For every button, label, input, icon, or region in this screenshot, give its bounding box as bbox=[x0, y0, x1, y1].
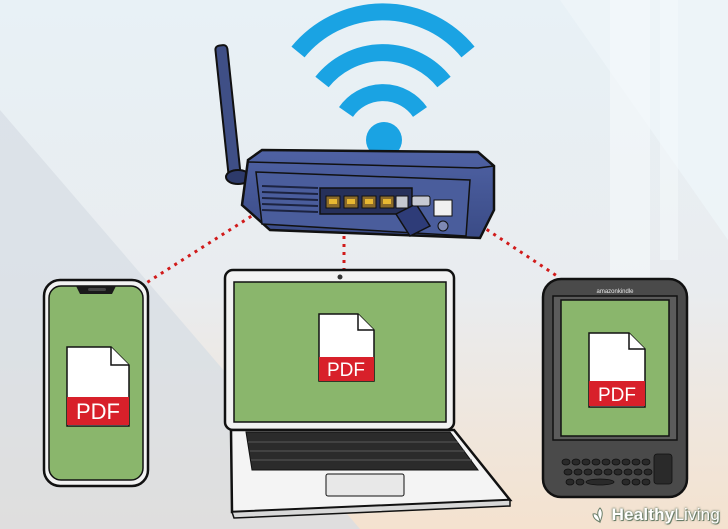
connection-lines bbox=[142, 210, 561, 287]
pdf-file-icon: PDF bbox=[66, 346, 130, 427]
ereader-brand: amazonkindle bbox=[596, 289, 634, 295]
ereader-pdf-label: PDF bbox=[598, 385, 636, 406]
laptop-pdf-label: PDF bbox=[327, 360, 365, 381]
phone-pdf-label: PDF bbox=[76, 399, 120, 424]
connection-line-phone bbox=[142, 210, 259, 287]
pdf-file-icon: PDF bbox=[318, 313, 375, 382]
healthy-living-watermark: HealthyLiving bbox=[591, 505, 720, 525]
wifi-icon bbox=[291, 3, 475, 158]
leaf-logo-icon bbox=[592, 507, 603, 524]
watermark-text: HealthyLiving bbox=[611, 505, 720, 524]
pdf-file-icon: PDF bbox=[588, 332, 646, 408]
wifi-router bbox=[214, 44, 496, 240]
smartphone: PDF bbox=[42, 278, 150, 488]
e-reader: amazonkindle PDF bbox=[541, 277, 689, 499]
laptop: PDF bbox=[223, 268, 513, 519]
